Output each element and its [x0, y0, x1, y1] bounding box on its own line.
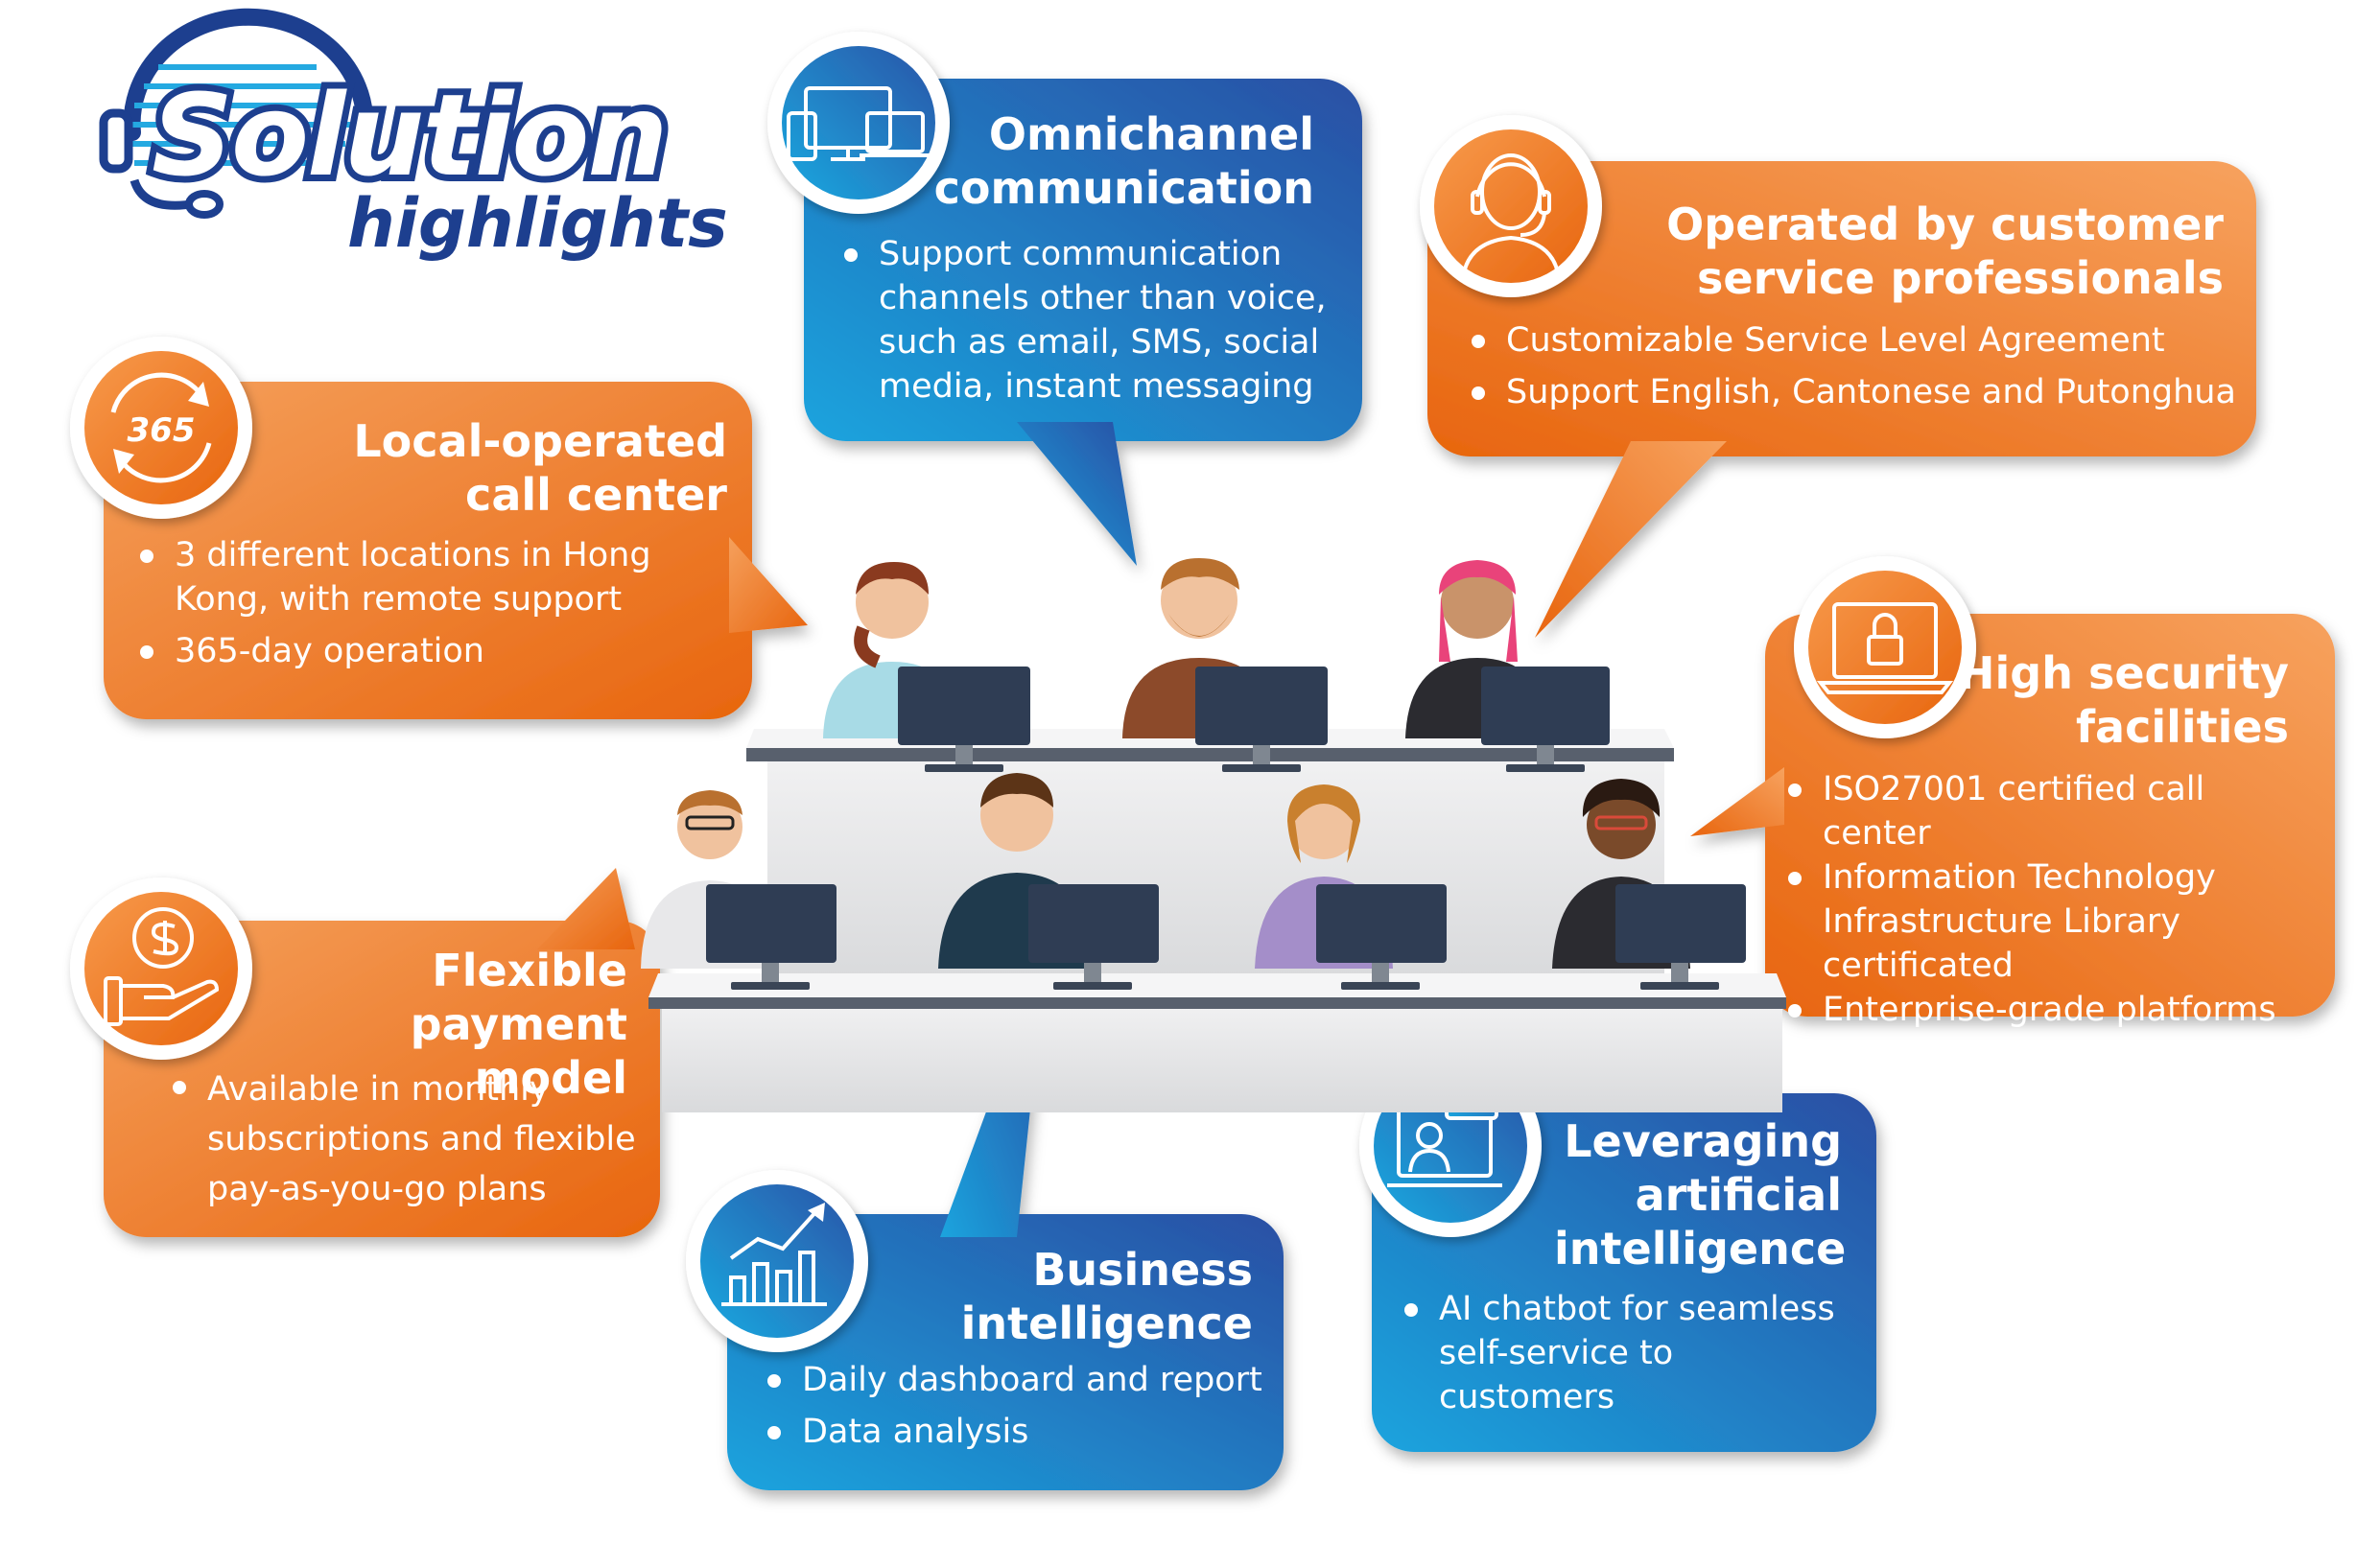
monitor-front-4 — [1615, 884, 1746, 990]
bi-bullet-2: Data analysis — [764, 1410, 1272, 1454]
growth-chart-icon — [721, 1203, 827, 1306]
omni-icon-badge — [767, 32, 950, 214]
omni-title-line-2: communication — [933, 162, 1314, 214]
bi-bullet-1: Daily dashboard and report — [764, 1358, 1272, 1402]
monitor-back-1 — [898, 667, 1030, 772]
devices-icon — [787, 86, 931, 161]
security-bullet-1: ISO27001 certified call center — [1784, 767, 2321, 855]
omni-title: Omnichannel communication — [902, 107, 1314, 215]
local-bullet-2: 365-day operation — [136, 629, 750, 673]
operated-title-line-1: Operated by customer — [1666, 199, 2224, 250]
operated-bullet-2: Support English, Cantonese and Putonghua — [1468, 370, 2245, 414]
payment-title-line-1: Flexible — [432, 945, 627, 996]
title-solution: Solution — [145, 69, 674, 201]
operated-bubble — [1427, 161, 2256, 638]
ai-title: Leveraging artificial intelligence — [1554, 1114, 1847, 1275]
security-icon-badge — [1794, 556, 1976, 738]
ai-title-line-2: artificial — [1635, 1169, 1842, 1221]
local-title-line-2: call center — [465, 469, 727, 521]
local-title-line-1: Local-operated — [353, 415, 727, 467]
omni-bubble — [804, 79, 1362, 566]
omni-bullets: Support communication channels other tha… — [840, 232, 1339, 416]
bi-title: Business intelligence — [921, 1243, 1253, 1350]
local-title: Local-operated call center — [288, 414, 727, 522]
operated-bullets: Customizable Service Level Agreement Sup… — [1468, 318, 2245, 414]
security-bullet-2: Information Technology Infrastructure Li… — [1784, 855, 2321, 988]
bi-title-line-1: Business — [1032, 1244, 1253, 1296]
operated-bullet-1: Customizable Service Level Agreement — [1468, 318, 2245, 363]
security-title-line-1: High security — [1958, 647, 2289, 699]
ai-bullet: AI chatbot for seamless self-service to … — [1401, 1287, 1851, 1419]
operated-title: Operated by customer service professiona… — [1621, 198, 2224, 305]
security-title-line-2: facilities — [2076, 701, 2289, 753]
title-highlights: highlights — [347, 184, 728, 263]
call-center-agents-illustration — [641, 558, 1786, 1112]
payment-icon-badge — [70, 877, 252, 1060]
monitor-front-2 — [1028, 884, 1159, 990]
payment-bullet: Available in monthly subscriptions and f… — [169, 1064, 639, 1214]
bi-title-line-2: intelligence — [960, 1298, 1253, 1349]
omni-bullet: Support communication channels other tha… — [840, 232, 1339, 409]
security-title: High security facilities — [1957, 646, 2289, 754]
monitor-front-1 — [706, 884, 837, 990]
365-cycle-icon — [110, 372, 212, 483]
bi-bullets: Daily dashboard and report Data analysis — [764, 1358, 1272, 1454]
payment-bullets: Available in monthly subscriptions and f… — [169, 1064, 639, 1222]
laptop-lock-icon — [1816, 602, 1954, 694]
security-bullet-3: Enterprise-grade platforms — [1784, 988, 2321, 1032]
agent-headset-icon — [1461, 153, 1561, 279]
operated-title-line-2: service professionals — [1697, 252, 2224, 304]
monitor-back-2 — [1195, 667, 1328, 772]
local-bubble — [104, 382, 808, 719]
local-bullets: 3 different locations in Hong Kong, with… — [136, 533, 750, 681]
ai-title-line-1: Leveraging — [1564, 1115, 1842, 1167]
security-bullets: ISO27001 certified call center Informati… — [1784, 767, 2321, 1032]
monitor-back-3 — [1481, 667, 1610, 772]
payment-title: Flexible payment model — [259, 944, 627, 1105]
365-icon-label: 365 — [128, 411, 196, 450]
headset-icon — [99, 8, 373, 219]
hand-coin-icon — [104, 907, 220, 1026]
payment-title-line-2: payment model — [410, 998, 627, 1104]
operated-icon-badge — [1420, 115, 1602, 297]
omni-title-line-1: Omnichannel — [988, 108, 1314, 160]
ai-bullets: AI chatbot for seamless self-service to … — [1401, 1287, 1851, 1427]
monitor-front-3 — [1316, 884, 1447, 990]
bi-icon-badge — [686, 1170, 868, 1352]
ai-title-line-3: intelligence — [1554, 1223, 1847, 1275]
local-bullet-1: 3 different locations in Hong Kong, with… — [136, 533, 750, 621]
